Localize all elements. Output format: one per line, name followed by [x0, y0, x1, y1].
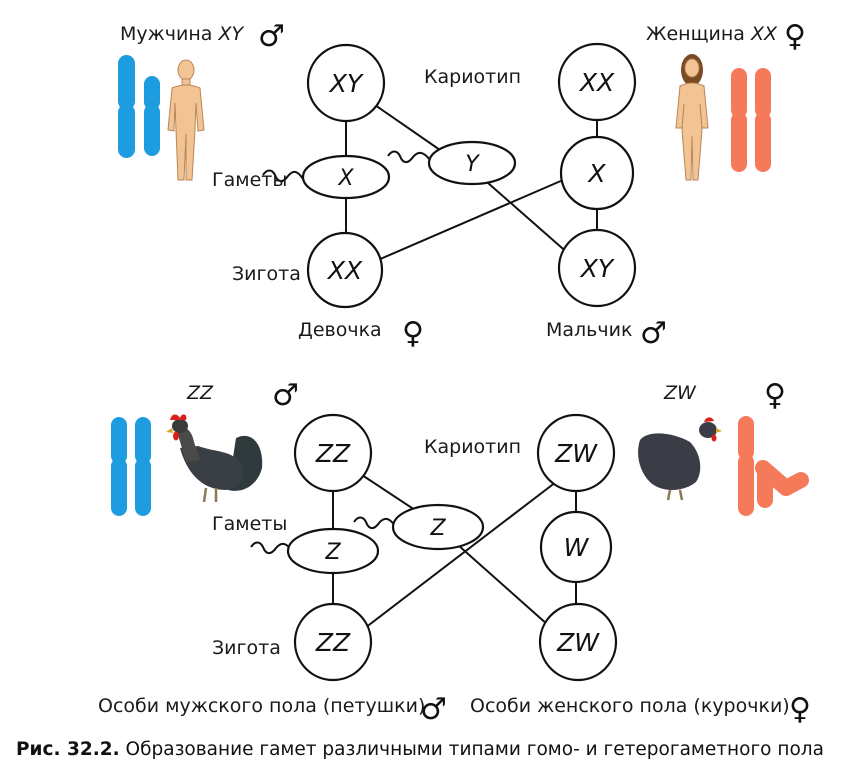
gamete-male-z1: Z	[286, 527, 380, 575]
zygote-girl-text: XX	[326, 256, 363, 285]
edge-female-x-to-zygote-xx	[377, 179, 564, 261]
caption-text: Образование гамет различными типами гомо…	[126, 739, 824, 760]
node-male-karyotype: XY	[306, 43, 386, 123]
gamete-male-z1-text: Z	[324, 540, 341, 565]
y-chromosome-upper	[144, 76, 160, 110]
x-chromosome-upper	[118, 55, 135, 110]
gametes-label-top: Гаметы	[212, 169, 287, 191]
males-symbol: ♂	[420, 692, 447, 727]
figure-caption: Рис. 32.2. Образование гамет различными …	[16, 739, 824, 760]
male-label: Мужчина XY	[120, 23, 244, 45]
edge-gamete-y-to-zygote-xy	[487, 182, 571, 256]
node-hen-karyotype-text: ZW	[554, 439, 598, 468]
sperm-tail-z2	[353, 516, 396, 530]
zygote-rooster: ZZ	[293, 602, 373, 682]
zygote-label-top: Зигота	[232, 263, 301, 285]
hen-karyotype-label: ZW	[663, 382, 697, 404]
node-hen-karyotype: ZW	[536, 413, 616, 493]
female-symbol: ♀	[784, 19, 806, 54]
man-figure-icon	[167, 59, 205, 181]
karyotype-label-bottom: Кариотип	[424, 436, 521, 458]
karyotype-label-top: Кариотип	[424, 66, 521, 88]
males-label: Особи мужского пола (петушки)	[98, 695, 425, 717]
x-chromosome-2-upper	[755, 68, 771, 118]
male-symbol: ♂	[258, 19, 285, 54]
z-chromosome-2-upper	[135, 417, 151, 464]
gamete-male-z2-text: Z	[429, 516, 446, 541]
rooster-icon	[166, 414, 263, 503]
z-chromosome-lower	[738, 454, 754, 516]
girl-label: Девочка	[298, 319, 382, 341]
x-chromosome-lower	[118, 104, 135, 158]
zygote-hen: ZW	[538, 602, 618, 682]
gamete-male-z2: Z	[391, 503, 485, 551]
female-karyotype: XX	[750, 23, 778, 45]
z-chromosome-2-lower	[135, 458, 151, 516]
gamete-male-y-text: Y	[465, 152, 480, 177]
boy-symbol: ♂	[640, 316, 667, 351]
girl-symbol: ♀	[402, 316, 424, 351]
human-section: XY XX X Y X XX XY Мужчина XY ♂	[118, 19, 806, 351]
z-chromosome-1-lower	[111, 458, 127, 516]
rooster-karyotype-label: ZZ	[186, 382, 214, 404]
node-rooster-karyotype-text: ZZ	[315, 439, 351, 468]
gamete-male-y: Y	[427, 140, 517, 186]
node-male-karyotype-text: XY	[328, 69, 364, 98]
node-female-karyotype-text: XX	[578, 68, 615, 97]
y-chromosome-lower	[144, 104, 160, 156]
female-label: Женщина XX	[646, 23, 778, 45]
female-word: Женщина	[646, 23, 745, 45]
sperm-tail-z1	[250, 541, 293, 555]
zygote-boy-text: XY	[579, 254, 615, 283]
bird-edges	[250, 474, 577, 629]
caption-prefix: Рис. 32.2.	[16, 739, 120, 760]
gamete-female-w-text: W	[564, 533, 590, 562]
edge-zw-to-zygote-zz	[364, 481, 557, 629]
gamete-male-x-text: X	[337, 166, 354, 191]
females-label: Особи женского пола (курочки)	[470, 695, 790, 717]
x-chromosome-1-upper	[731, 68, 747, 118]
zygote-girl: XX	[306, 231, 384, 309]
hen-symbol: ♀	[764, 378, 786, 413]
bird-section: ZZ ZW Z Z W ZZ ZW ZZ ♂ ZW ♀ К	[98, 378, 811, 727]
sperm-tail-x	[262, 169, 304, 183]
females-symbol: ♀	[789, 692, 811, 727]
z-chromosome-1-upper	[111, 417, 127, 464]
female-chromosomes-icon	[731, 68, 771, 172]
x-chromosome-1-lower	[731, 112, 747, 172]
rooster-symbol: ♂	[272, 378, 299, 413]
x-chromosome-2-lower	[755, 112, 771, 172]
zygote-hen-text: ZW	[556, 628, 600, 657]
male-chromosomes-icon	[118, 55, 160, 158]
gametes-label-bottom: Гаметы	[212, 513, 287, 535]
human-edges	[262, 104, 598, 261]
node-rooster-karyotype: ZZ	[293, 413, 373, 493]
edge-zz-to-gamete-z2	[361, 474, 416, 511]
male-word: Мужчина	[120, 23, 212, 45]
edge-xy-to-gamete-y	[374, 104, 441, 151]
gamete-male-x: X	[301, 154, 391, 200]
z-chromosome-upper	[738, 416, 754, 460]
rooster-chromosomes-icon	[111, 417, 151, 516]
gamete-female-x: X	[559, 135, 635, 211]
edge-gamete-z2-to-zygote-zw	[457, 544, 549, 626]
sperm-tail-y	[387, 150, 431, 164]
male-karyotype: XY	[217, 23, 244, 45]
gamete-female-w: W	[539, 510, 613, 584]
node-female-karyotype: XX	[557, 42, 637, 122]
zygote-rooster-text: ZZ	[315, 628, 351, 657]
woman-figure-icon	[675, 54, 709, 181]
hen-chromosomes-icon	[738, 416, 809, 516]
zygote-label-bottom: Зигота	[212, 637, 281, 659]
boy-label: Мальчик	[546, 319, 632, 341]
hen-icon	[638, 417, 722, 501]
zygote-boy: XY	[557, 228, 637, 308]
gamete-female-x-text: X	[586, 159, 606, 188]
